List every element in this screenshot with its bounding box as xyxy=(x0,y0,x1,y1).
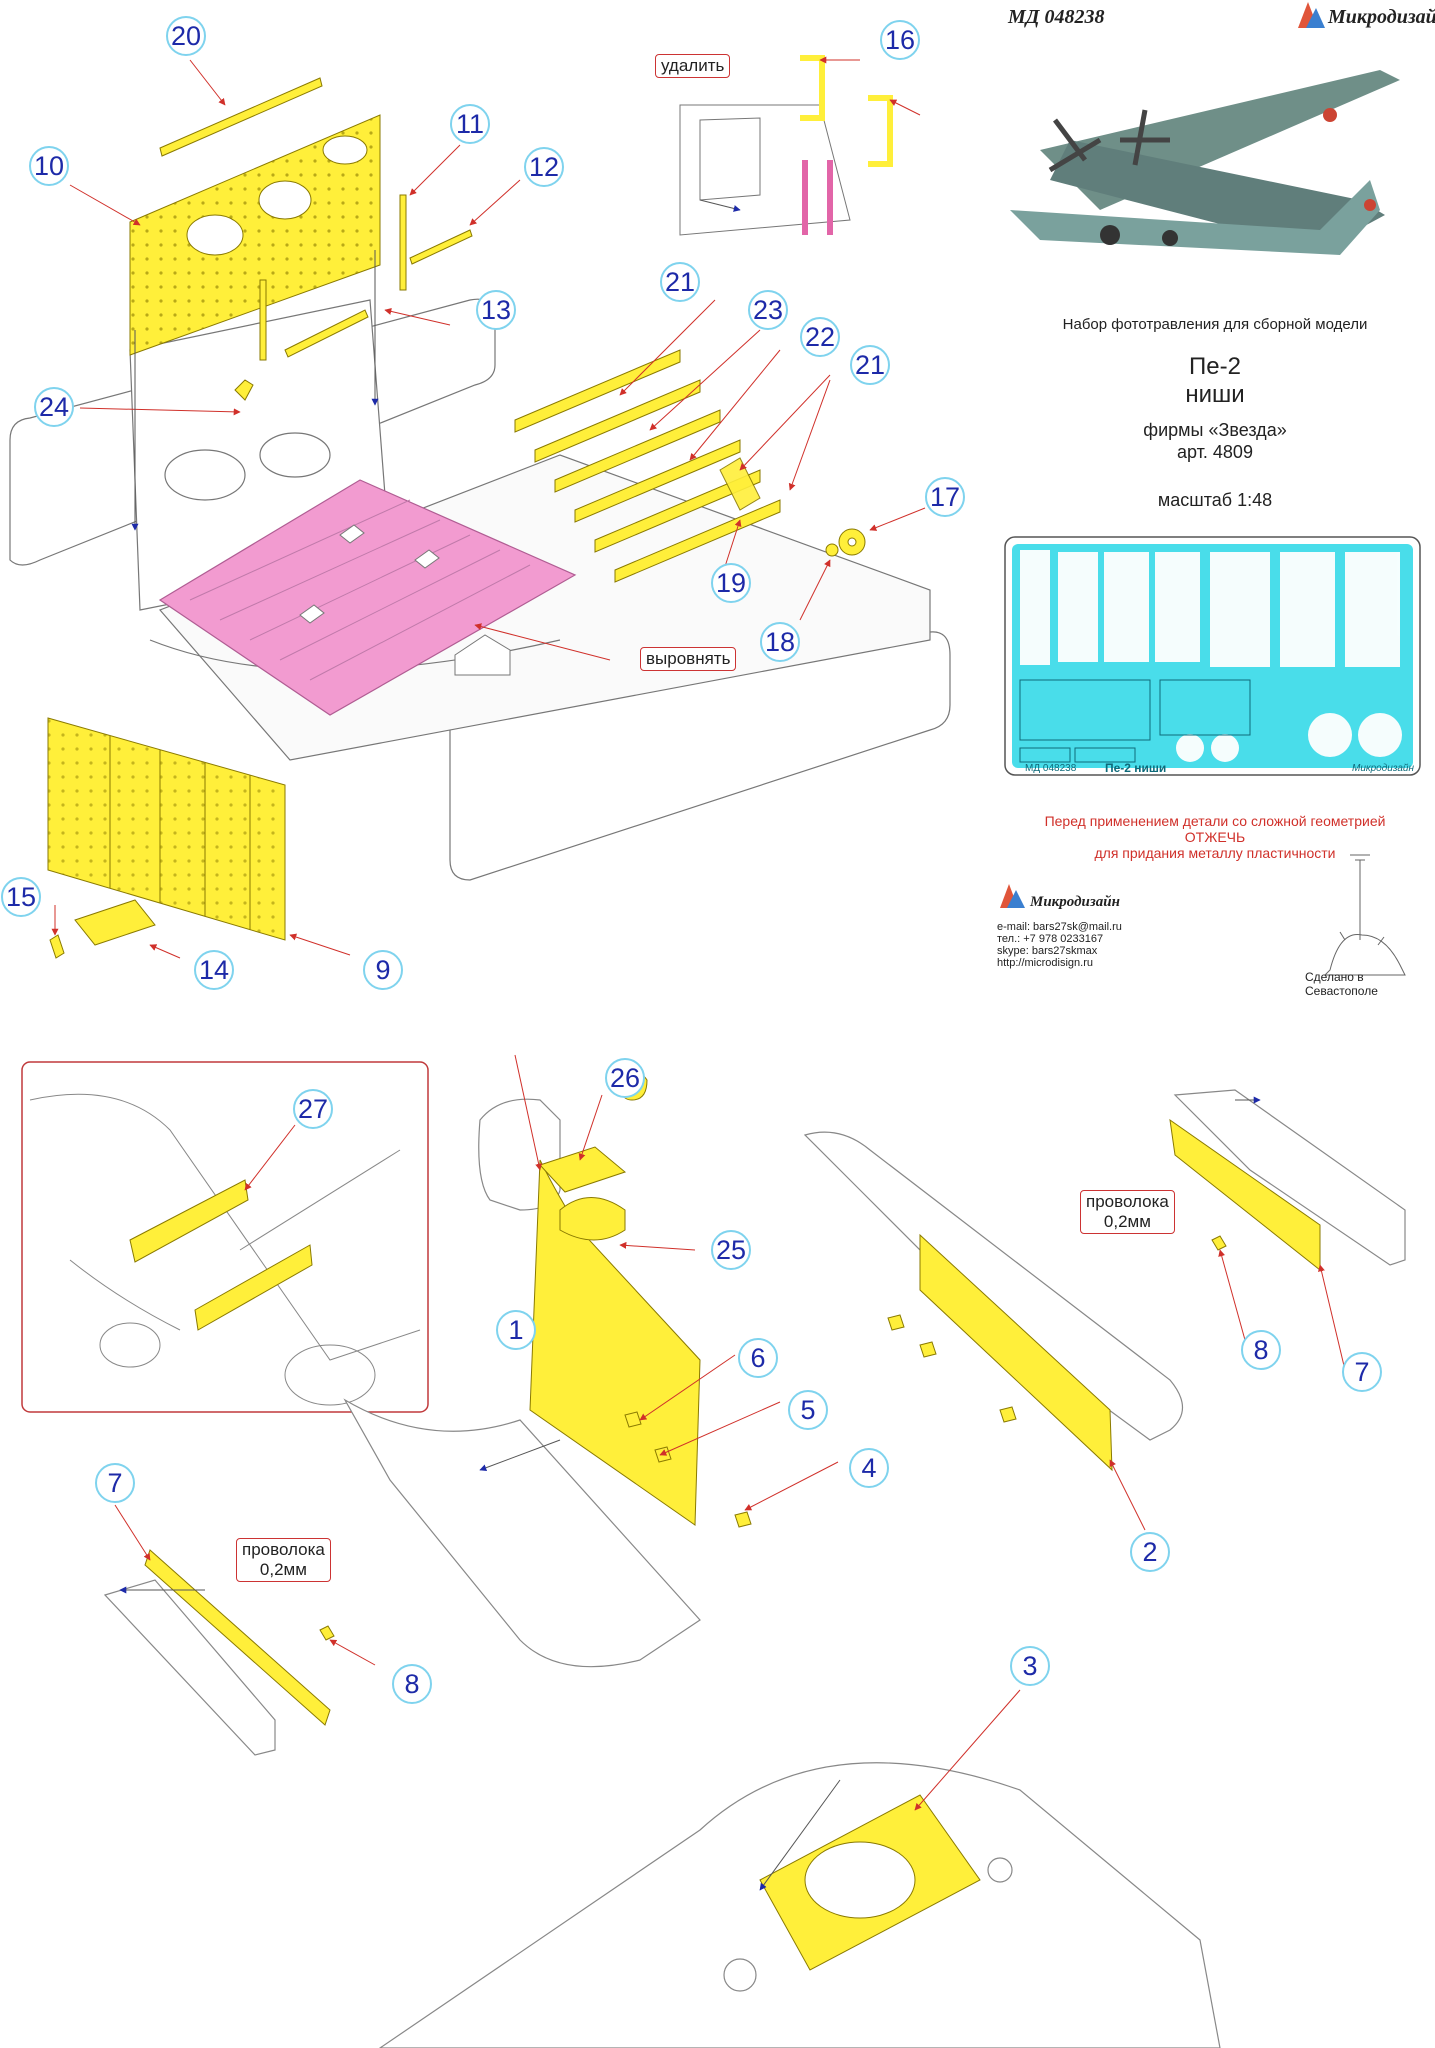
aircraft-illustration xyxy=(1010,70,1400,255)
contact-phone: тел.: +7 978 0233167 xyxy=(997,933,1104,945)
frames-parts-21-23-22 xyxy=(514,349,781,583)
part-callout: 1 xyxy=(496,1310,536,1350)
floor-panel-pink xyxy=(158,479,577,716)
lower-yellow-parts xyxy=(144,1070,1321,1971)
part-callout: 7 xyxy=(1342,1352,1382,1392)
contact-email: e-mail: bars27sk@mail.ru xyxy=(997,921,1122,933)
part-callout: 26 xyxy=(605,1058,645,1098)
inset-view xyxy=(21,1061,429,1413)
part-callout: 20 xyxy=(166,16,206,56)
part-callout: 7 xyxy=(95,1463,135,1503)
align-note: выровнять xyxy=(640,647,737,671)
part-callout: 21 xyxy=(660,262,700,302)
wire-note-line-1: проволока xyxy=(242,1540,325,1559)
title-line-4: фирмы «Звезда» xyxy=(1143,420,1287,440)
title-line-1: Набор фототравления для сборной модели xyxy=(1062,316,1368,333)
contact-skype: skype: bars27skmax xyxy=(997,945,1098,957)
part-callout: 18 xyxy=(760,622,800,662)
disc-parts-17-18 xyxy=(825,528,866,557)
contact-url: http://microdisign.ru xyxy=(997,957,1093,969)
title-line-5: арт. 4809 xyxy=(1177,442,1253,462)
part-callout: 5 xyxy=(788,1390,828,1430)
remove-note: удалить xyxy=(655,54,731,78)
title-line-3: ниши xyxy=(1185,381,1245,408)
part-callout: 12 xyxy=(524,147,564,187)
fret-brand: Микродизайн xyxy=(1352,763,1414,774)
side-panel-part-9 xyxy=(47,717,286,941)
fret-code: МД 048238 xyxy=(1025,763,1077,774)
fret-sheet xyxy=(1004,536,1421,776)
seat-parts-16 xyxy=(679,55,893,236)
part-callout: 10 xyxy=(29,146,69,186)
assembly-arrows xyxy=(119,199,1261,1891)
small-parts-11-12-13 xyxy=(234,194,473,401)
part-callout: 13 xyxy=(476,290,516,330)
title-line-2: Пе-2 xyxy=(1189,353,1241,380)
wire-note-right: проволока 0,2мм xyxy=(1080,1190,1175,1234)
fret-title: Пе-2 ниши xyxy=(1105,761,1167,775)
part-callout: 4 xyxy=(849,1448,889,1488)
part-callout: 16 xyxy=(880,20,920,60)
bracket-parts-14-15 xyxy=(49,899,156,959)
part-callout: 2 xyxy=(1130,1532,1170,1572)
wire-note-left: проволока 0,2мм xyxy=(236,1538,331,1582)
warning-line-3: для придания металлу пластичности xyxy=(1094,845,1336,861)
part-callout: 6 xyxy=(738,1338,778,1378)
wire-note-line-2: 0,2мм xyxy=(1103,1212,1151,1231)
sevastopol-monument-icon xyxy=(1323,854,1406,976)
warning-line-2: ОТЖЕЧЬ xyxy=(1184,829,1246,845)
part-callout: 3 xyxy=(1010,1646,1050,1686)
leader-lines xyxy=(51,56,1346,1811)
part-callout: 9 xyxy=(363,950,403,990)
wire-note-line-1: проволока xyxy=(1086,1192,1169,1211)
brand-logo-icon xyxy=(1296,0,1326,30)
contact-brand: Микродизайн xyxy=(1030,894,1120,910)
part-callout: 23 xyxy=(748,290,788,330)
sheet-code: МД 048238 xyxy=(1008,6,1105,28)
part-callout: 17 xyxy=(925,477,965,517)
warning-line-1: Перед применением детали со сложной геом… xyxy=(1044,813,1386,829)
part-callout: 8 xyxy=(1241,1330,1281,1370)
part-callout: 24 xyxy=(34,387,74,427)
part-callout: 14 xyxy=(194,950,234,990)
part-callout: 21 xyxy=(850,345,890,385)
part-callout: 19 xyxy=(711,563,751,603)
part-callout: 27 xyxy=(293,1089,333,1129)
brand-name: Микродизайн xyxy=(1328,6,1435,28)
part-callout: 22 xyxy=(800,317,840,357)
wire-note-line-2: 0,2мм xyxy=(259,1560,307,1579)
part-callout: 15 xyxy=(1,877,41,917)
part-callout: 8 xyxy=(392,1664,432,1704)
part-callout: 11 xyxy=(450,104,490,144)
strip-part-20 xyxy=(159,77,323,157)
contact-logo-icon xyxy=(998,882,1026,910)
scale-label: масштаб 1:48 xyxy=(1157,490,1273,510)
rear-bulkhead-part-10 xyxy=(129,114,381,356)
made-in-label: Сделано в Севастополе xyxy=(1305,970,1378,998)
part-callout: 25 xyxy=(711,1230,751,1270)
